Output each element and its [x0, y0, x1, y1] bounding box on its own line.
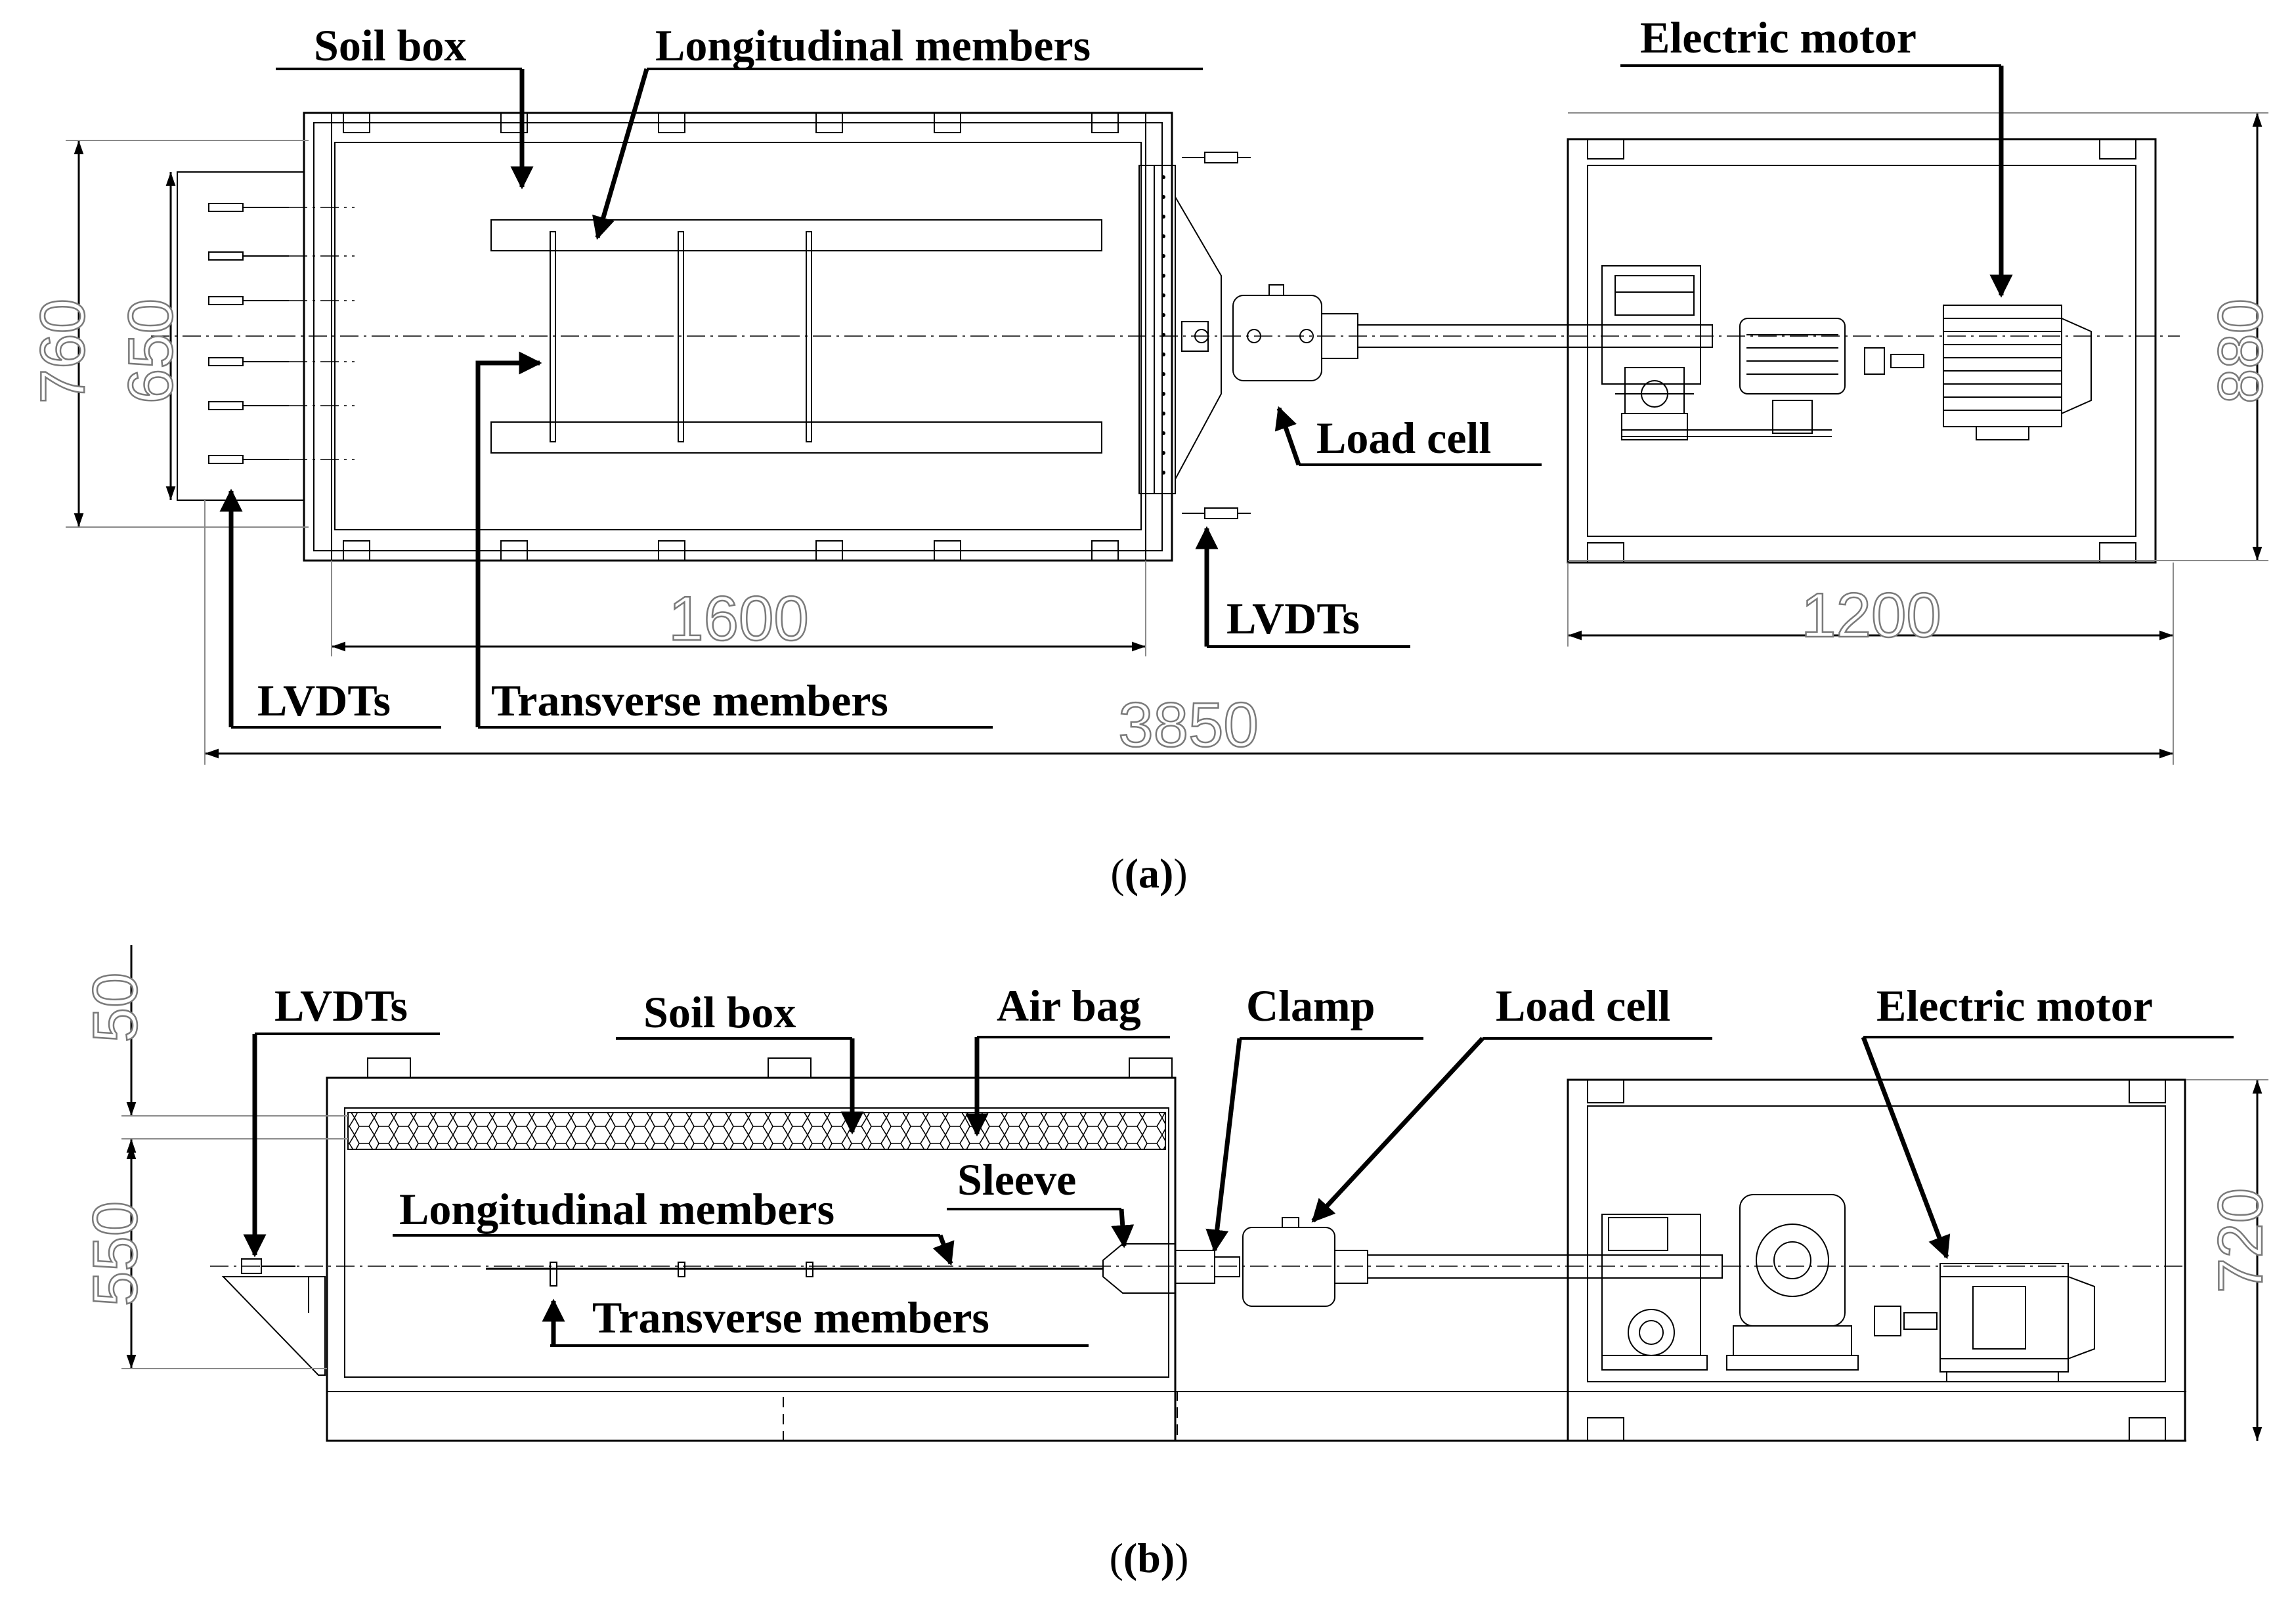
- reducer-side: [1726, 1194, 1859, 1371]
- svg-text:Longitudinal members: Longitudinal members: [655, 20, 1091, 70]
- electric-motor-plan: [1943, 305, 2092, 440]
- load-cell-side: [1242, 1217, 1723, 1307]
- svg-text:Transverse members: Transverse members: [491, 675, 888, 725]
- svg-text:Transverse members: Transverse members: [592, 1292, 989, 1342]
- gearbox-side: [1601, 1214, 1708, 1371]
- callout-longitudinal-members-b: Longitudinal members: [393, 1184, 955, 1266]
- caption-a: ((a)): [1110, 850, 1187, 897]
- callout-soil-box-a: Soil box: [276, 20, 534, 190]
- panel-a-plan-view: 760 650 880 1600 1200 3850 Soil box Long…: [27, 12, 2277, 897]
- reducer-plan: [1739, 318, 1924, 434]
- dim-880: 880: [2205, 299, 2276, 404]
- motor-base-plan: [1567, 138, 2157, 564]
- air-bag: [347, 1112, 1166, 1150]
- clamp-side: [1175, 1250, 1240, 1284]
- transverse-members-side: [550, 1262, 813, 1287]
- svg-text:Longitudinal members: Longitudinal members: [399, 1184, 834, 1234]
- svg-text:LVDTs: LVDTs: [274, 981, 408, 1031]
- callout-lvdts-left-a: LVDTs: [219, 488, 441, 729]
- panel-b-side-view: 50 550 720 LVDTs Soil box Air bag Clamp …: [79, 945, 2276, 1581]
- callout-transverse-members-a: Transverse members: [475, 351, 993, 729]
- front-plate-holes: [1161, 175, 1165, 475]
- svg-text:Air bag: Air bag: [997, 981, 1141, 1031]
- callout-electric-motor-b: Electric motor: [1861, 981, 2234, 1260]
- callout-lvdts-right-a: LVDTs: [1195, 526, 1410, 648]
- lvdt-left-side: [221, 1258, 326, 1376]
- callout-longitudinal-members-a: Longitudinal members: [592, 20, 1203, 240]
- callout-air-bag-b: Air bag: [965, 981, 1170, 1137]
- dim-3850: 3850: [1118, 690, 1259, 760]
- lvdt-rack-left: [177, 171, 355, 501]
- svg-text:LVDTs: LVDTs: [1226, 593, 1360, 643]
- callout-transverse-members-b: Transverse members: [542, 1292, 1089, 1347]
- svg-text:Load cell: Load cell: [1496, 981, 1670, 1031]
- transverse-members-plan: [550, 231, 812, 442]
- dim-760: 760: [28, 299, 98, 404]
- callout-sleeve-b: Sleeve: [947, 1155, 1135, 1248]
- svg-text:LVDTs: LVDTs: [257, 675, 391, 725]
- callout-load-cell-b: Load cell: [1311, 981, 1712, 1223]
- dim-1200: 1200: [1801, 580, 1941, 650]
- svg-text:Sleeve: Sleeve: [957, 1155, 1076, 1204]
- svg-text:Electric motor: Electric motor: [1876, 981, 2153, 1031]
- electric-motor-side: [1874, 1263, 2095, 1382]
- svg-text:Soil box: Soil box: [643, 987, 796, 1037]
- svg-text:Electric motor: Electric motor: [1640, 12, 1917, 62]
- callout-clamp-b: Clamp: [1205, 981, 1423, 1253]
- lvdts-front-plan: [1182, 152, 1251, 519]
- dimension-lines-a: [66, 112, 2268, 765]
- motor-base-side: [1567, 1078, 2186, 1442]
- gearbox-plan: [1601, 265, 1832, 440]
- dim-650: 650: [116, 299, 186, 404]
- callout-lvdts-b: LVDTs: [243, 981, 440, 1258]
- callout-soil-box-b: Soil box: [616, 987, 864, 1135]
- sleeve-side: [1102, 1243, 1176, 1294]
- svg-text:Soil box: Soil box: [314, 20, 466, 70]
- svg-text:Clamp: Clamp: [1246, 981, 1375, 1031]
- longitudinal-members-plan: [490, 219, 1102, 454]
- dim-550: 550: [80, 1201, 150, 1306]
- dim-720: 720: [2205, 1188, 2276, 1293]
- callout-electric-motor-a: Electric motor: [1620, 12, 2013, 298]
- svg-text:Load cell: Load cell: [1316, 413, 1491, 463]
- dim-50: 50: [80, 973, 150, 1043]
- callout-load-cell-a: Load cell: [1274, 406, 1542, 466]
- caption-b: ((b)): [1110, 1535, 1189, 1581]
- soil-box-plan: [303, 112, 1222, 562]
- dimension-lines-b: [121, 945, 2268, 1441]
- dim-1600: 1600: [668, 584, 809, 654]
- load-cell-plan: [1181, 284, 1713, 381]
